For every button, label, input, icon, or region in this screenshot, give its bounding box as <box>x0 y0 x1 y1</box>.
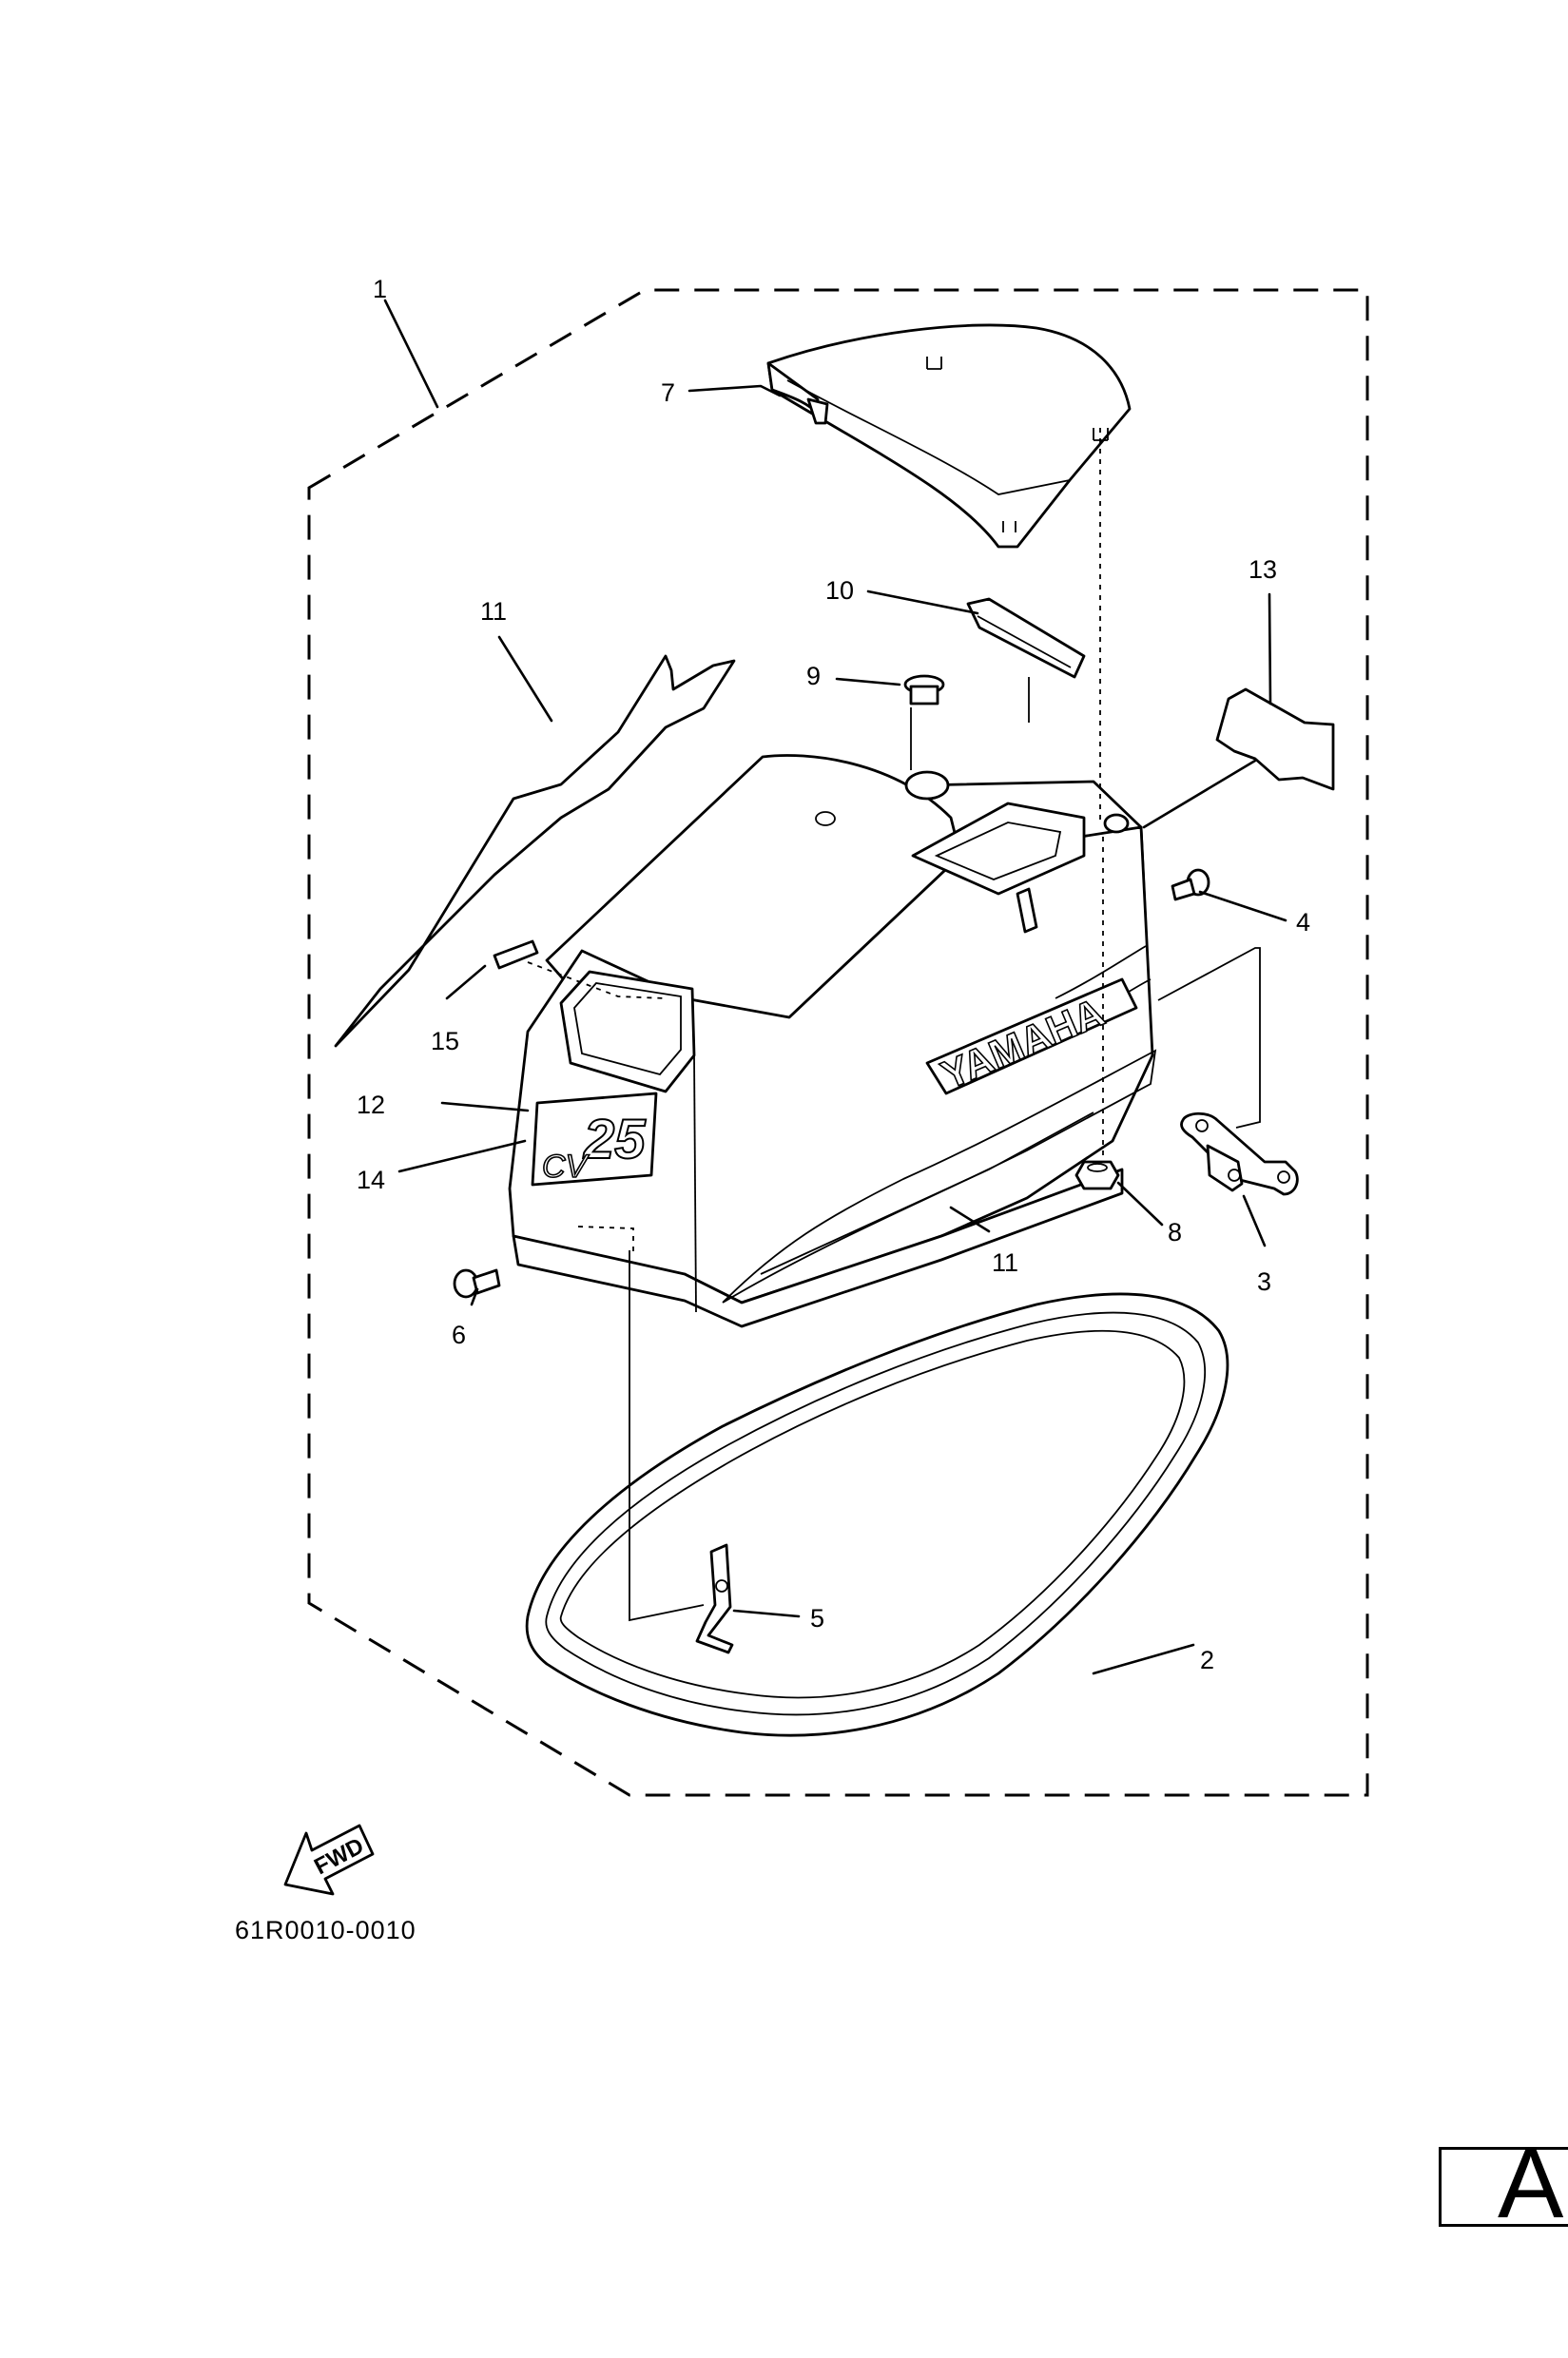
guide-line-15 <box>527 961 667 999</box>
plug-part-9 <box>903 674 945 705</box>
guide-line-6 <box>577 1226 634 1257</box>
assembly-boundary <box>307 288 1369 1797</box>
page-letter-box <box>1439 2147 1568 2227</box>
callout-12: 12 <box>357 1091 385 1119</box>
fwd-arrow-icon: FWD <box>283 1824 375 1896</box>
decal-sheet-left <box>334 654 736 1048</box>
callout-11b: 11 <box>992 1248 1018 1277</box>
callout-7: 7 <box>661 378 675 407</box>
callout-11a: 11 <box>480 597 507 626</box>
callout-4: 4 <box>1296 908 1310 937</box>
latch-bracket-part-3 <box>1180 1111 1299 1196</box>
callout-10: 10 <box>825 576 854 605</box>
screw-part-4 <box>1171 868 1210 901</box>
callout-3: 3 <box>1257 1267 1271 1296</box>
rear-top-cover <box>766 323 1132 549</box>
page-letter: A <box>1498 2129 1564 2239</box>
callout-5: 5 <box>810 1604 824 1633</box>
callout-8: 8 <box>1168 1218 1182 1247</box>
callout-labels: 1 2 3 4 5 6 7 8 9 10 11 11 12 13 14 15 <box>357 275 1310 1674</box>
seal-rubber-part <box>525 1292 1229 1737</box>
emblem-model-suffix: CV <box>542 1149 590 1185</box>
guide-line-3-a <box>1157 947 1261 1129</box>
decal-part-13 <box>1215 687 1335 791</box>
callout-9: 9 <box>806 662 821 690</box>
bracket-part-5 <box>695 1543 734 1654</box>
seal-strip-part-10 <box>966 597 1086 679</box>
callout-6: 6 <box>452 1321 466 1349</box>
callout-14: 14 <box>357 1166 385 1194</box>
callout-15: 15 <box>431 1027 459 1055</box>
nut-part-8 <box>1074 1160 1120 1190</box>
leader-lines <box>383 299 1287 1675</box>
callout-1: 1 <box>373 275 387 303</box>
screw-part-6 <box>453 1268 501 1299</box>
emblem-model-number: 25 <box>583 1109 646 1170</box>
callout-2: 2 <box>1200 1646 1214 1674</box>
callout-13: 13 <box>1249 555 1277 584</box>
label-part-15 <box>493 939 539 970</box>
top-cowling-housing <box>508 754 1157 1328</box>
model-emblem: 25 CV <box>531 1092 658 1187</box>
diagram-reference-code: 61R0010-0010 <box>235 1916 416 1944</box>
guide-line-5 <box>629 1250 705 1622</box>
